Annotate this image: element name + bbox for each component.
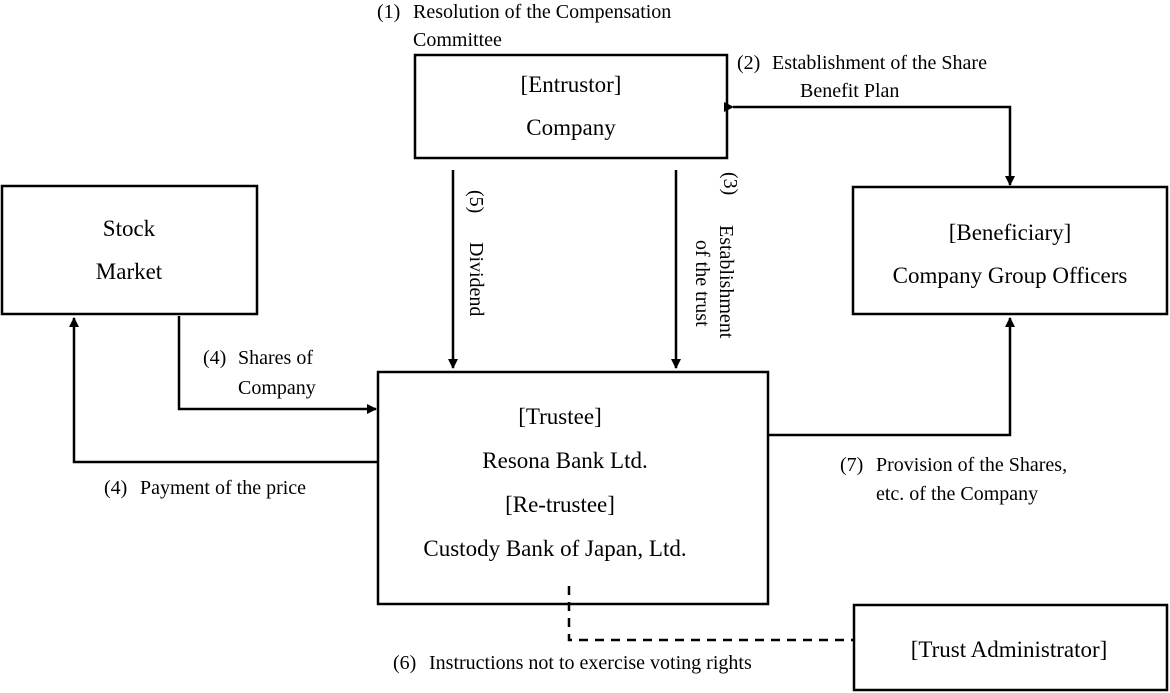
step-1-number: (1) [377, 1, 400, 23]
step-5-text: Dividend [465, 242, 487, 316]
step-4-shares-line2: Company [238, 377, 316, 399]
step-6-text: Instructions not to exercise voting righ… [429, 652, 752, 674]
step-6-label: (6) Instructions not to exercise voting … [393, 652, 752, 674]
provision-arrow [768, 317, 1015, 437]
entrustor-role: [Entrustor] [521, 72, 622, 97]
trustee-role: [Trustee] [518, 404, 601, 429]
step-1-text-line2: Committee [413, 29, 502, 51]
shares-arrow [177, 316, 377, 414]
step-4-shares-line1: Shares of [238, 347, 313, 369]
voting-instructions-line [567, 586, 854, 642]
trust-administrator-box: [Trust Administrator] [852, 603, 1169, 692]
step-4-payment-text: Payment of the price [140, 477, 306, 499]
step-1-text-line1: Resolution of the Compensation [413, 1, 671, 23]
trustee-box: [Trustee] Resona Bank Ltd. [Re-trustee] … [376, 370, 770, 606]
re-trustee-role: [Re-trustee] [505, 492, 615, 517]
establishment-plan-arrow [724, 102, 1015, 186]
step-4-payment-label: (4) Payment of the price [104, 477, 306, 499]
step-2-number: (2) [737, 52, 760, 74]
step-6-number: (6) [393, 652, 416, 674]
step-4-payment-number: (4) [104, 477, 127, 499]
step-3-number: (3) [719, 172, 741, 195]
step-7-text-line1: Provision of the Shares, [876, 454, 1067, 476]
step-4-shares-label: (4) Shares of Company [203, 347, 316, 399]
beneficiary-name: Company Group Officers [893, 263, 1128, 288]
step-7-number: (7) [840, 454, 863, 476]
entrustor-name: Company [526, 115, 616, 140]
step-5-number: (5) [465, 190, 487, 213]
stock-market-box: Stock Market [0, 184, 259, 316]
stock-market-line2: Market [96, 259, 163, 284]
step-2-label: (2) Establishment of the Share Benefit P… [737, 52, 987, 102]
step-2-text-line1: Establishment of the Share [772, 52, 987, 74]
beneficiary-box: [Beneficiary] Company Group Officers [851, 185, 1169, 316]
step-2-text-line2: Benefit Plan [800, 80, 899, 102]
stock-market-line1: Stock [103, 216, 156, 241]
step-3-text-line1: Establishment [715, 225, 737, 339]
step-1-label: (1) Resolution of the Compensation Commi… [377, 1, 671, 51]
step-3-label: (3) Establishment of the trust [691, 172, 741, 339]
re-trustee-name: Custody Bank of Japan, Ltd. [423, 536, 686, 561]
payment-arrow [69, 317, 378, 464]
entrustor-box: [Entrustor] Company [413, 53, 729, 160]
trust-administrator-label: [Trust Administrator] [911, 637, 1108, 662]
step-7-text-line2: etc. of the Company [876, 483, 1038, 505]
step-3-text-line2: of the trust [691, 240, 713, 327]
beneficiary-role: [Beneficiary] [949, 220, 1072, 245]
trustee-name: Resona Bank Ltd. [482, 448, 647, 473]
step-4-shares-number: (4) [203, 347, 226, 369]
step-7-label: (7) Provision of the Shares, etc. of the… [840, 454, 1067, 505]
step-5-label: (5) Dividend [465, 190, 487, 316]
